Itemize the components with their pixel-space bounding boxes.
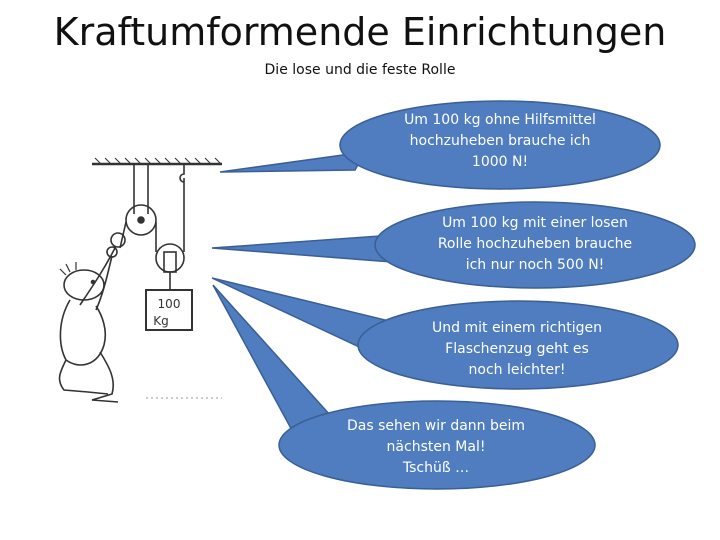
- weight-label-value: 100: [158, 297, 181, 311]
- bubble-3-line: Und mit einem richtigen: [432, 320, 602, 336]
- bubble-1-line: 1000 N!: [471, 154, 529, 170]
- bubble-1-line: Um 100 kg ohne Hilfsmittel: [404, 112, 596, 128]
- bubble-3-text: Und mit einem richtigen Flaschenzug geht…: [397, 318, 637, 381]
- pulley-illustration: [58, 157, 222, 403]
- bubble-4-text: Das sehen wir dann beim nächsten Mal! Ts…: [316, 416, 556, 479]
- bubble-2-line: Rolle hochzuheben brauche: [437, 236, 633, 252]
- weight-label-unit: Kg: [153, 314, 169, 328]
- bubble-1-text: Um 100 kg ohne Hilfsmittel hochzuheben b…: [380, 110, 620, 173]
- slide-subtitle: Die lose und die feste Rolle: [264, 62, 456, 78]
- slide-title: Kraftumformende Einrichtungen: [53, 10, 667, 54]
- bubble-3-line: Flaschenzug geht es: [445, 341, 589, 357]
- bubble-4-line: Das sehen wir dann beim: [346, 418, 526, 434]
- speech-bubble-2: [211, 234, 396, 263]
- bubble-2-line: Um 100 kg mit einer losen: [442, 215, 628, 231]
- bubble-2-line: ich nur noch 500 N!: [465, 257, 605, 273]
- bubble-2-text: Um 100 kg mit einer losen Rolle hochzuhe…: [410, 213, 660, 276]
- bubble-1-line: hochzuheben brauche ich: [409, 133, 591, 149]
- bubble-4-line: nächsten Mal!: [386, 439, 486, 455]
- bubble-4-line: Tschüß …: [402, 460, 470, 476]
- bubble-3-line: noch leichter!: [468, 362, 566, 378]
